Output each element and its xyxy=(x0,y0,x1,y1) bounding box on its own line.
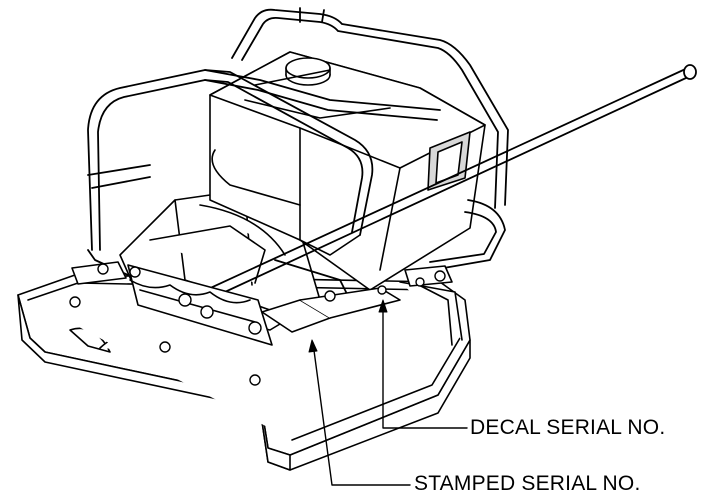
decal-serial-label: DECAL SERIAL NO. xyxy=(470,416,666,439)
exciter-housing xyxy=(119,189,321,331)
stamped-arrowhead xyxy=(308,339,318,353)
handle-bar xyxy=(179,64,697,311)
bolts xyxy=(69,263,446,386)
leader-lines xyxy=(312,302,468,486)
base-plate xyxy=(17,274,471,471)
engine-block xyxy=(209,51,486,291)
leader-arrows xyxy=(308,299,388,353)
decal-arrowhead xyxy=(378,299,388,313)
front-bracket xyxy=(127,264,273,346)
stamped-serial-label: STAMPED SERIAL NO. xyxy=(414,472,641,495)
